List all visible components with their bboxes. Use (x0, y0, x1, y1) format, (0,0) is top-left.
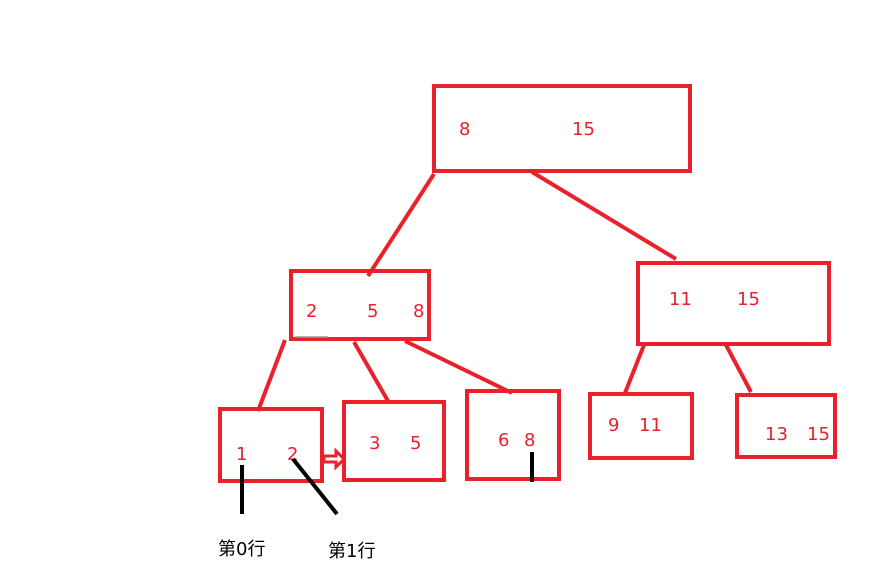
edge-root-mid-right (530, 170, 678, 261)
node-box (432, 84, 692, 173)
tree-node-leaf-4: 9 11 (588, 392, 694, 460)
node-box (588, 392, 694, 460)
tree-node-leaf-2: 3 5 (342, 400, 446, 482)
node-key: 15 (572, 119, 595, 140)
node-key: 9 (608, 415, 619, 436)
edge-mid-left-leaf-1 (256, 339, 287, 412)
node-key: 2 (287, 444, 298, 465)
node-key: 6 (498, 430, 509, 451)
edge-mid-right-leaf-5 (724, 344, 753, 393)
node-box (735, 393, 837, 459)
node-key: 8 (524, 430, 535, 451)
node-key: 5 (367, 301, 378, 322)
node-box (636, 261, 831, 346)
node-key: 8 (413, 301, 424, 322)
node-key: 5 (410, 433, 421, 454)
node-key: 15 (807, 424, 830, 445)
node-key: 2 (306, 301, 317, 322)
edge-mid-left-leaf-2 (352, 341, 390, 402)
tree-node-mid-left: 2 5 8 (289, 269, 431, 341)
edge-root-mid-left (366, 172, 436, 278)
tree-edges (256, 170, 753, 412)
tree-node-leaf-1: 1 2 (218, 407, 324, 483)
node-key: 11 (669, 289, 692, 310)
annotation-row1: 第1行 (328, 541, 375, 562)
node-key: 13 (765, 424, 788, 445)
node-box (465, 389, 561, 481)
edge-mid-right-leaf-4 (623, 344, 646, 394)
node-box (218, 407, 324, 483)
arrow-icon (322, 447, 347, 471)
tree-node-leaf-5: 13 15 (735, 393, 837, 459)
node-box (342, 400, 446, 482)
node-key: 8 (459, 119, 470, 140)
annotation-line-row1 (291, 457, 339, 516)
tree-node-root: 8 15 (432, 84, 692, 173)
tree-node-mid-right: 11 15 (636, 261, 831, 346)
tree-node-leaf-3: 6 8 (465, 389, 561, 481)
node-key: 3 (369, 433, 380, 454)
node-key: 1 (236, 444, 247, 465)
node-key: 15 (737, 289, 760, 310)
node-box (289, 269, 431, 341)
annotation-row0: 第0行 (218, 539, 265, 560)
edge-mid-left-leaf-3 (404, 339, 513, 395)
node-key: 11 (639, 415, 662, 436)
